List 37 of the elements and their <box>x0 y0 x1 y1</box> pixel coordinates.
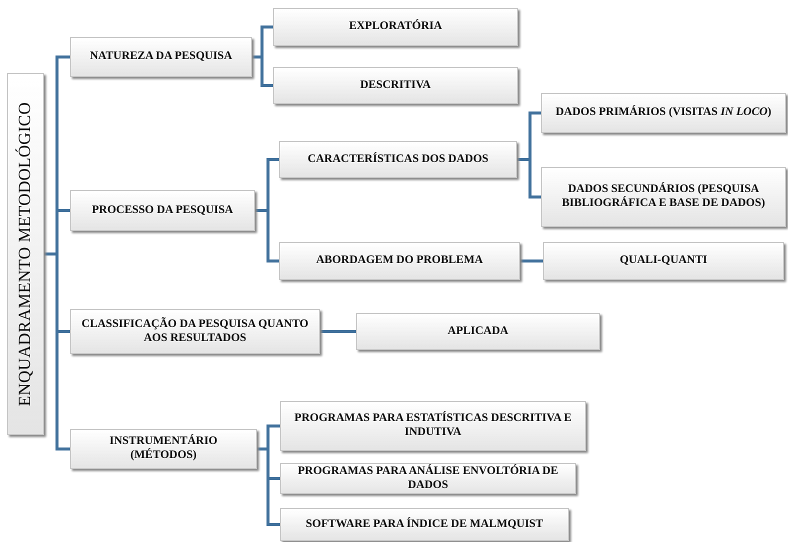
concept-box <box>280 463 576 494</box>
concept-box <box>273 67 518 104</box>
concept-box <box>543 242 784 280</box>
vertical-title: ENQUADRAMENTO METODOLÓGICO <box>15 102 36 406</box>
box-label: APLICADA <box>448 324 508 338</box>
concept-box <box>70 37 252 77</box>
concept-box <box>356 313 600 350</box>
box-label: NATUREZA DA PESQUISA <box>90 50 232 64</box>
box-label: EXPLORATÓRIA <box>348 20 442 34</box>
concept-box <box>70 309 320 354</box>
connector-line <box>520 260 543 262</box>
box-label: PROGRAMAS PARA ESTATÍSTICAS DESCRITIVA E INDUTIVA <box>293 412 573 440</box>
box-label: ABORDAGEM DO PROBLEMA <box>316 254 483 268</box>
concept-box <box>541 167 786 227</box>
box-label: DADOS PRIMÁRIOS (VISITAS IN LOCO) <box>556 106 772 120</box>
box-label: CLASSIFICAÇÃO DA PESQUISA QUANTO AOS RESULTADOS <box>80 318 310 346</box>
connector-line <box>252 56 273 87</box>
box-label: SOFTWARE PARA ÍNDICE DE MALMQUIST <box>306 518 544 532</box>
concept-box <box>541 93 786 133</box>
concept-box <box>280 508 569 541</box>
box-label: DESCRITIVA <box>360 78 431 92</box>
connector-line <box>255 209 279 262</box>
box-label: PROGRAMAS PARA ANÁLISE ENVOLTÓRIA DE DADOS <box>296 464 560 492</box>
concept-box <box>70 190 255 231</box>
concept-box <box>70 429 257 469</box>
box-label: QUALI-QUANTI <box>620 254 708 268</box>
concept-box <box>273 8 518 46</box>
concept-box <box>280 401 586 451</box>
concept-box <box>279 141 517 178</box>
box-label: INSTRUMENTÁRIO (MÉTODOS) <box>108 435 218 463</box>
box-label: DADOS SECUNDÁRIOS (PESQUISA BIBLIOGRÁFICA E BASE DE DADOS) <box>560 183 766 211</box>
connector-line <box>320 330 356 333</box>
concept-box <box>7 73 44 435</box>
box-label: PROCESSO DA PESQUISA <box>92 204 234 218</box>
connector-line <box>517 158 541 198</box>
concept-box <box>279 242 520 280</box>
box-label: CARACTERÍSTICAS DOS DADOS <box>308 152 488 166</box>
